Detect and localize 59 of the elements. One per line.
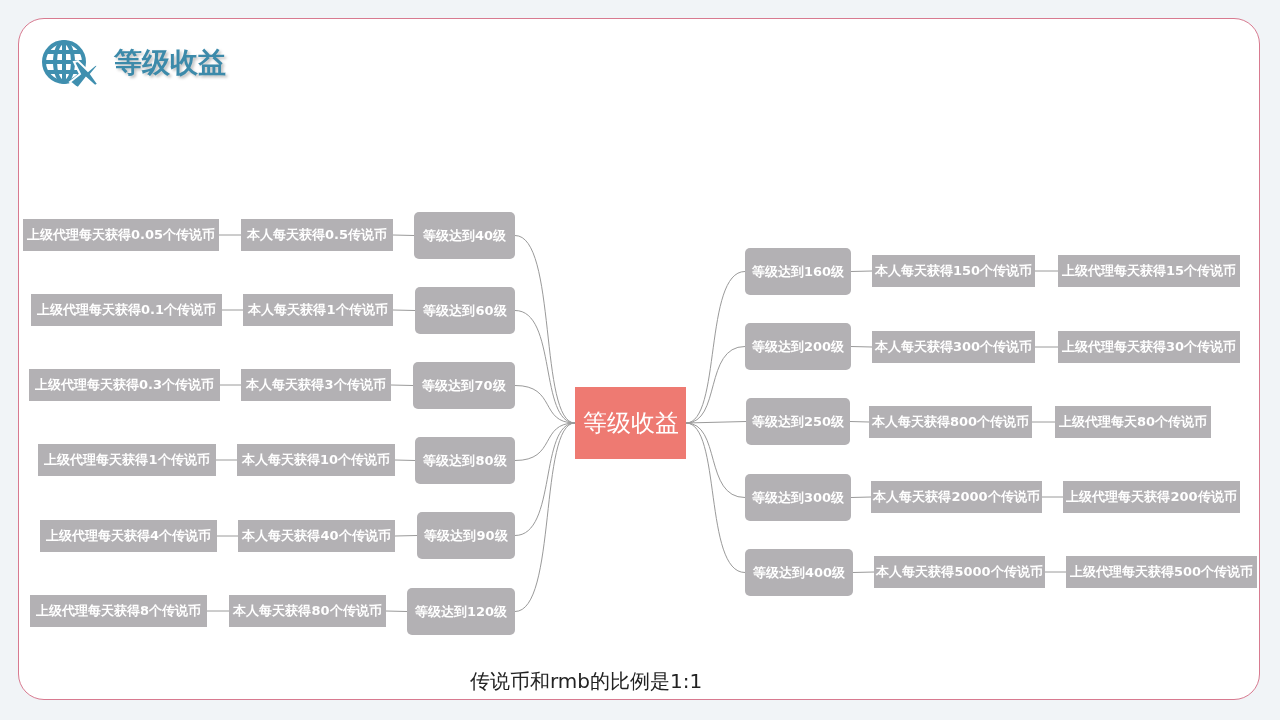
reward-box: 上级代理每天获得200传说币 — [1063, 481, 1240, 513]
connector-line — [852, 571, 875, 573]
connector-line — [218, 234, 242, 236]
reward-box: 上级代理每天获得8个传说币 — [30, 595, 207, 627]
connector-line — [219, 384, 242, 386]
connector-line — [392, 234, 415, 236]
reward-box: 上级代理每天获得0.3个传说币 — [29, 369, 220, 401]
level-box: 等级达到160级 — [745, 248, 851, 295]
connector-line — [216, 535, 239, 537]
reward-box: 上级代理每天获得1个传说币 — [38, 444, 216, 476]
connector-line — [850, 496, 872, 498]
reward-box: 上级代理每天获得4个传说币 — [40, 520, 217, 552]
reward-box: 上级代理每天80个传说币 — [1055, 406, 1211, 438]
level-box: 等级达到120级 — [407, 588, 515, 635]
level-box: 等级达到40级 — [414, 212, 515, 259]
connector-line — [206, 610, 230, 612]
reward-box: 本人每天获得3个传说币 — [241, 369, 391, 401]
level-box: 等级达到300级 — [745, 474, 851, 521]
reward-box: 上级代理每天获得0.1个传说币 — [31, 294, 222, 326]
connector-line — [385, 610, 408, 612]
connector-line — [1034, 346, 1059, 348]
connector-line — [1044, 571, 1067, 573]
level-box: 等级达到200级 — [745, 323, 851, 370]
connector-line — [1034, 270, 1059, 272]
reward-box: 本人每天获得0.5传说币 — [241, 219, 393, 251]
reward-box: 本人每天获得80个传说币 — [229, 595, 386, 627]
level-box: 等级达到60级 — [415, 287, 515, 334]
connector-line — [394, 459, 416, 461]
reward-box: 本人每天获得150个传说币 — [872, 255, 1035, 287]
connector-line — [685, 422, 746, 573]
reward-box: 本人每天获得300个传说币 — [872, 331, 1035, 363]
connector-line — [850, 270, 873, 272]
reward-box: 本人每天获得2000个传说币 — [871, 481, 1042, 513]
level-box: 等级达到400级 — [745, 549, 853, 596]
connector-line — [221, 309, 244, 311]
connector-line — [394, 535, 418, 537]
note-text: 传说币和rmb的比例是1:1 — [470, 668, 703, 695]
level-box: 等级达到80级 — [415, 437, 515, 484]
page-title: 等级收益 — [114, 45, 226, 81]
level-box: 等级达到70级 — [413, 362, 515, 409]
connector-line — [390, 384, 414, 386]
reward-box: 本人每天获得5000个传说币 — [874, 556, 1045, 588]
connector-line — [1031, 421, 1056, 423]
reward-box: 上级代理每天获得15个传说币 — [1058, 255, 1240, 287]
connector-line — [1041, 496, 1064, 498]
reward-box: 本人每天获得40个传说币 — [238, 520, 395, 552]
topic-box: 等级收益 — [575, 387, 686, 459]
level-box: 等级达到90级 — [417, 512, 515, 559]
reward-box: 上级代理每天获得500个传说币 — [1066, 556, 1257, 588]
reward-box: 上级代理每天获得30个传说币 — [1058, 331, 1240, 363]
reward-box: 本人每天获得10个传说币 — [237, 444, 395, 476]
connector-line — [392, 309, 416, 311]
level-box: 等级达到250级 — [746, 398, 850, 445]
reward-box: 本人每天获得1个传说币 — [243, 294, 393, 326]
reward-box: 上级代理每天获得0.05个传说币 — [23, 219, 219, 251]
reward-box: 本人每天获得800个传说币 — [869, 406, 1032, 438]
connector-line — [850, 346, 873, 348]
connector-line — [849, 421, 870, 423]
connector-line — [215, 459, 238, 461]
